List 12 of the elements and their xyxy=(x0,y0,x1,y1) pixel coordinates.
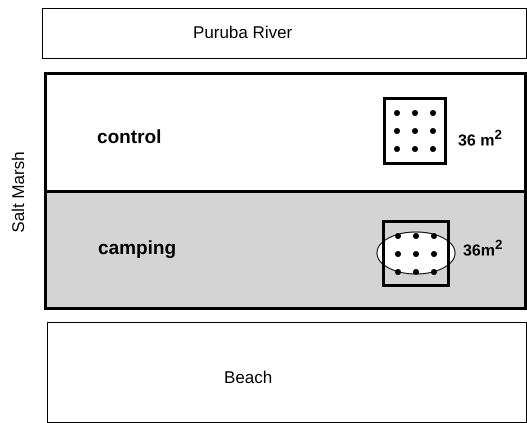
area-label: 36 m$^{2}$ xyxy=(458,127,502,150)
area-label: Beach xyxy=(224,368,272,388)
zone-label: camping xyxy=(98,238,176,260)
area-label: Salt Marsh xyxy=(9,150,29,235)
river-box xyxy=(42,8,527,59)
plot-square xyxy=(382,220,450,287)
beach-box xyxy=(47,322,527,423)
area-label: Puruba River xyxy=(193,23,292,43)
zone-label: control xyxy=(97,127,162,149)
camping-zone xyxy=(47,193,524,307)
plot-square xyxy=(383,97,447,165)
area-label: 36m$^{2}$ xyxy=(463,237,502,260)
